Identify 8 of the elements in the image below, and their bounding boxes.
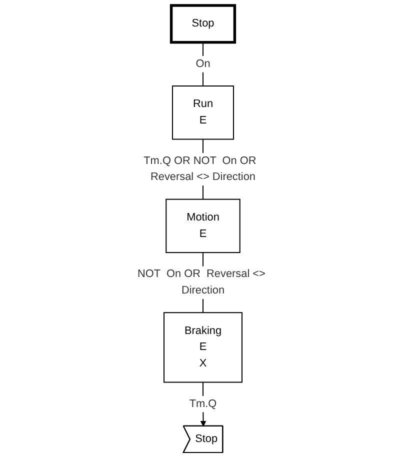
node-box: Motion E <box>166 198 240 254</box>
edge-label: On <box>196 58 210 70</box>
edge-label: NOT On OR Reversal <> Direction <box>138 268 266 296</box>
edge-label: Tm.Q <box>189 398 217 410</box>
node-box: Run E <box>172 86 234 140</box>
node-box: Braking E X <box>164 312 242 383</box>
edge-label: Tm.Q OR NOT On OR Reversal <> Direction <box>144 154 256 183</box>
node-box: Stop <box>170 4 236 44</box>
